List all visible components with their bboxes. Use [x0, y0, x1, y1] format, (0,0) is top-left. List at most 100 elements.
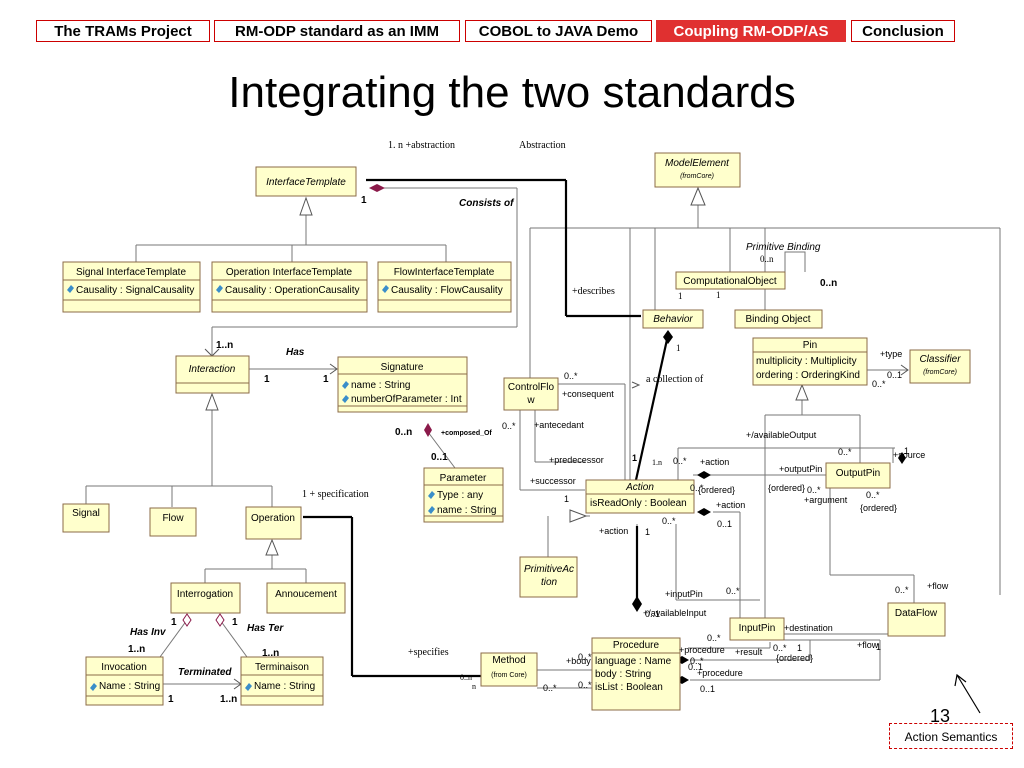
interface-template-class-box [255, 166, 357, 197]
attrs-0-label: Type : any [437, 490, 483, 501]
signal-class-box [62, 503, 110, 533]
attribute-icon [382, 285, 389, 293]
labels-cf-0s-label: 0..* [564, 371, 578, 381]
nav-tab-cobol-java-demo[interactable]: COBOL to JAVA Demo [465, 20, 652, 42]
pointer-arrow [956, 674, 981, 714]
attribute-icon [245, 683, 252, 691]
thick-links [303, 178, 670, 678]
data-flow-name-label: DataFlow [895, 608, 938, 619]
labels-flow-plus-b-label: +flow [857, 640, 879, 650]
primitive-action-name-line2-label: tion [541, 577, 558, 588]
labels-zero-one-a-label: 0..1 [645, 609, 660, 619]
labels-procedure-label-b-label: +procedure [697, 668, 743, 678]
operation-name-label: Operation [251, 513, 295, 524]
attrs-1-label: numberOfParameter : Int [351, 394, 462, 405]
attrs-0-label: multiplicity : Multiplicity [756, 356, 857, 367]
labels-df-0s-label: 0..* [895, 585, 909, 595]
labels-action-1b-label: 1 [564, 494, 569, 504]
primitive-action-class-box [519, 556, 578, 598]
labels-action-label-label: +action [700, 457, 729, 467]
procedure-name-label: Procedure [613, 640, 660, 651]
association-arrows [204, 348, 909, 690]
labels-specifies-label: +specifies [408, 647, 449, 658]
labels-action-label-b-label: +action [716, 500, 745, 510]
method-class-box [480, 652, 538, 687]
output-pin-class-box [825, 462, 891, 489]
attrs-1-label: body : String [595, 669, 651, 680]
labels-co-1b-label: 1 [716, 290, 721, 300]
flow-class-box [149, 507, 197, 537]
attribute-icon [342, 395, 349, 403]
labels-ter-1n-label: 1..n [262, 648, 279, 659]
labels-specification-label: 1 + specification [302, 489, 369, 500]
attribute-icon [428, 506, 435, 514]
labels-predecessor-label: +predecessor [549, 455, 604, 465]
interaction-name-label: Interaction [189, 364, 236, 375]
action-name-label: Action [625, 482, 654, 493]
labels-action-0s-label: 0..* [673, 456, 687, 466]
nav-tab-rm-odp-standard[interactable]: RM-ODP standard as an IMM [214, 20, 460, 42]
terminaison-class-box [240, 656, 324, 706]
labels-cf-0s-b-label: 0..* [502, 421, 516, 431]
control-flow-name-line1-label: ControlFlo [508, 382, 555, 393]
interaction-class-box [175, 355, 250, 394]
labels-ordered-3-label: {ordered} [860, 503, 897, 513]
pin-name-label: Pin [803, 340, 817, 351]
attrs-0-label: Causality : SignalCausality [76, 285, 194, 296]
signal-interface-template-name-label: Signal InterfaceTemplate [76, 267, 187, 278]
parameter-class-box [423, 467, 504, 523]
labels-src-0s-label: 0..* [838, 447, 852, 457]
labels-zero-s-e-label: 0..* [707, 633, 721, 643]
attrs-1-label: ordering : OrderingKind [756, 370, 860, 381]
labels-terminated-label: Terminated [178, 667, 232, 678]
labels-behavior-1-label: 1 [676, 343, 681, 353]
signature-class-box [337, 356, 468, 413]
labels-result-label: +result [735, 647, 763, 657]
labels-zero-s-proc-label: 0..* [578, 680, 592, 690]
binding-object-name-label: Binding Object [745, 314, 810, 325]
classifier-class-box [909, 349, 971, 384]
attrs-0-label: Name : String [99, 681, 160, 692]
terminaison-name-label: Terminaison [255, 662, 309, 673]
interrogation-class-box [170, 582, 241, 614]
signal-name-label: Signal [72, 508, 100, 519]
labels-body-0s-label: 0..* [578, 652, 592, 662]
labels-procedure-label-label: +procedure [679, 645, 725, 655]
attrs-0-label: isReadOnly : Boolean [590, 498, 687, 509]
labels-src-1-label: 1 [904, 446, 909, 456]
labels-abstraction-top-label: 1. n +abstraction [388, 140, 455, 151]
labels-consists-of-label: Consists of [459, 198, 515, 209]
labels-ordered-2-label: {ordered} [768, 483, 805, 493]
labels-on-label: 0..n [395, 427, 412, 438]
primitive-action-name-line1-label: PrimitiveAc [524, 564, 574, 575]
invocation-class-box [85, 656, 164, 706]
nav-tab-conclusion[interactable]: Conclusion [851, 20, 955, 42]
annoucement-name-label: Annoucement [275, 589, 337, 600]
compartment-dividers [63, 279, 867, 697]
labels-ordered-1-label: {ordered} [698, 485, 735, 495]
operation-class-box [245, 506, 302, 540]
behavior-name-label: Behavior [653, 314, 693, 325]
nav-tab-coupling-rm-odp-as[interactable]: Coupling RM-ODP/AS [656, 20, 846, 42]
labels-pb-0n-label: 0..n [760, 254, 774, 264]
labels-res-1-label: 1 [797, 643, 802, 653]
labels-zero-s-c-label: 0..* [662, 516, 676, 526]
procedure-class-box [591, 637, 681, 711]
input-pin-class-box [729, 617, 785, 641]
labels-zero-s-d-label: 0..* [726, 586, 740, 596]
output-pin-name-label: OutputPin [836, 468, 880, 479]
attribute-icons [67, 285, 435, 691]
labels-has-inv-label: Has Inv [130, 627, 167, 638]
labels-interaction-mult-label: 1..n [216, 340, 233, 351]
page-title: Integrating the two standards [228, 68, 796, 117]
labels-df-1-label: 1 [876, 642, 881, 652]
attrs-1-label: name : String [437, 505, 496, 516]
labels-successor-label: +successor [530, 476, 576, 486]
method-name-label: Method [492, 655, 525, 666]
labels-interrog-1-left-label: 1 [171, 617, 177, 628]
labels-destination-label: +destination [784, 623, 833, 633]
flow-name-label: Flow [162, 513, 184, 524]
labels-zero-s-b2-label: 0..* [690, 483, 704, 493]
nav-tab-trams-project[interactable]: The TRAMs Project [36, 20, 210, 42]
annoucement-class-box [266, 582, 346, 614]
